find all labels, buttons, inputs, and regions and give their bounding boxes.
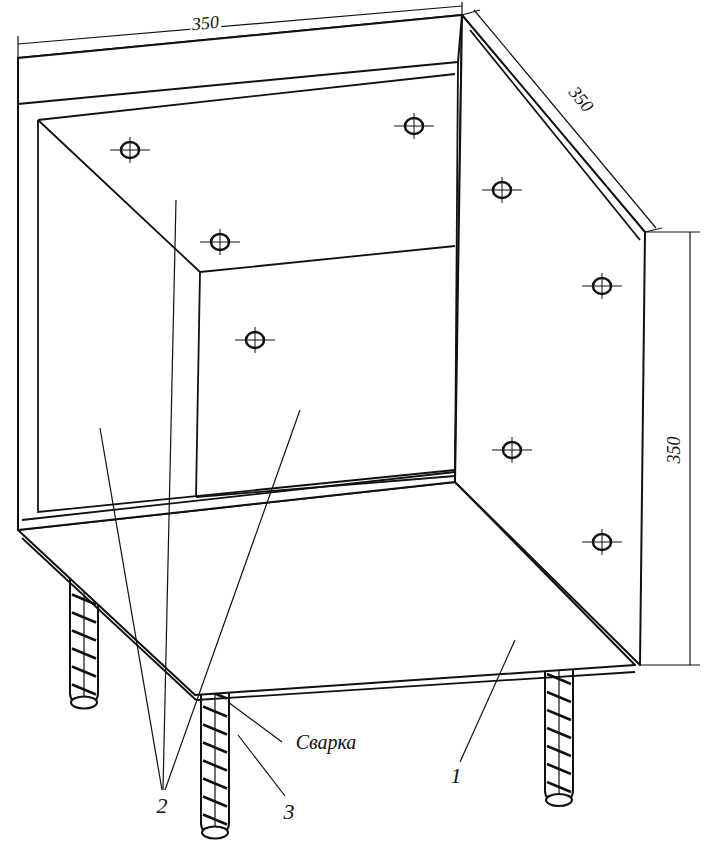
bolt-hole xyxy=(110,113,622,555)
box-body xyxy=(18,15,645,695)
dimension-line xyxy=(18,2,700,665)
dimension-text: 350 xyxy=(189,13,222,36)
callout-label: 1 xyxy=(449,764,464,788)
callout-label: 3 xyxy=(282,800,297,824)
callout-label: Сварка xyxy=(294,731,359,753)
box-edges xyxy=(22,30,640,700)
leader-line xyxy=(100,200,515,796)
dimension-text: 350 xyxy=(664,434,684,465)
callout-label: 2 xyxy=(155,794,170,818)
dimension-text: 350 xyxy=(562,82,597,118)
